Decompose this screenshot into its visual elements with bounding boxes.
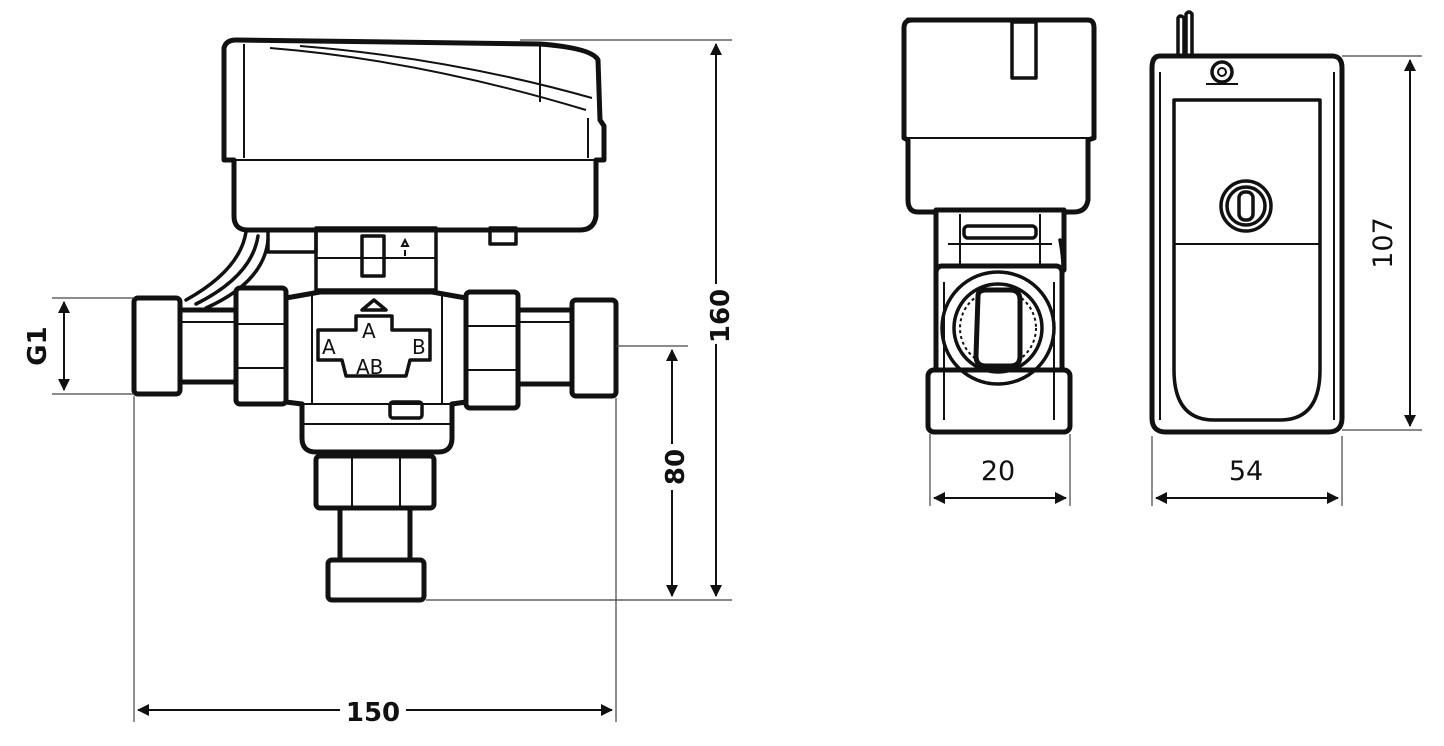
front-bottom-port (313, 453, 437, 603)
dim-label-20: 20 (981, 456, 1015, 487)
back-dimensions: 54 107 (1151, 55, 1422, 506)
port-label-bottom: AB (356, 355, 383, 379)
front-neck (266, 226, 438, 292)
dim-label-g1: G1 (23, 326, 53, 365)
front-left-port (131, 285, 289, 407)
front-view: A A B AB (131, 37, 619, 603)
front-right-port (463, 289, 619, 411)
port-label-left: A (322, 335, 336, 359)
front-cable (184, 230, 270, 310)
dim-label-54: 54 (1229, 456, 1263, 487)
side-view (901, 17, 1097, 435)
front-valve-body (283, 289, 469, 455)
dim-label-80: 80 (661, 449, 691, 485)
front-dimensions: 160 80 G1 150 (23, 39, 736, 728)
front-actuator (221, 37, 607, 246)
port-label-right: B (412, 335, 426, 359)
back-view (1149, 10, 1345, 435)
port-label-top: A (362, 319, 376, 343)
side-dimension: 20 (929, 434, 1071, 506)
dim-label-160: 160 (706, 289, 736, 343)
dim-label-107: 107 (1368, 217, 1399, 269)
dim-label-150: 150 (346, 698, 400, 728)
